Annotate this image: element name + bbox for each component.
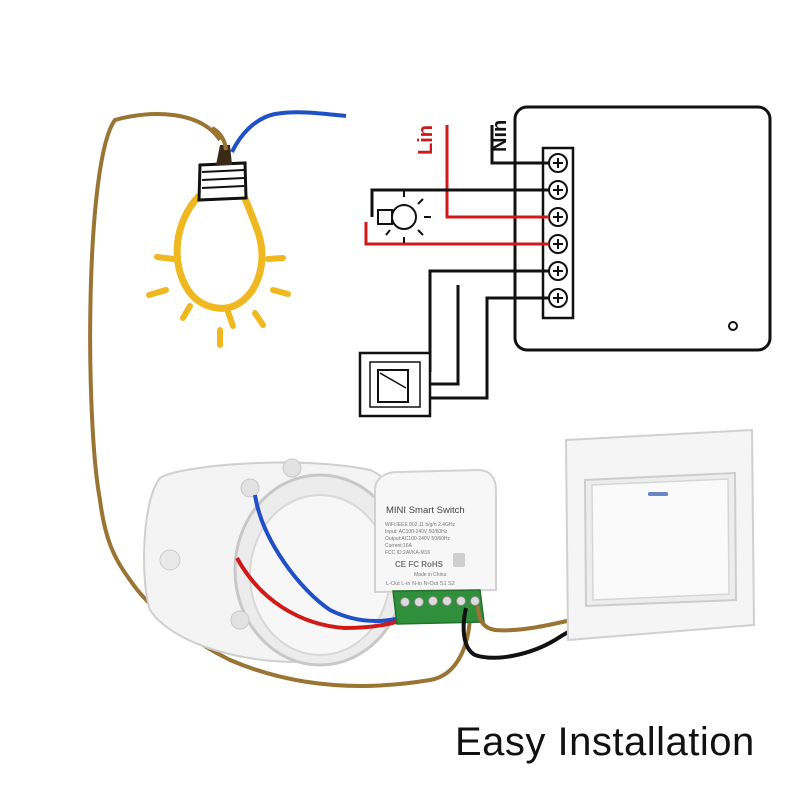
- schematic-bulb-icon: [377, 191, 431, 243]
- blue-wire-bulb: [230, 110, 347, 153]
- schematic-switch-wire-2: [430, 296, 549, 400]
- module-terminal-screws: [400, 596, 480, 607]
- schematic: Nin Lin: [358, 105, 772, 418]
- light-bulb-icon: [146, 145, 291, 348]
- module-terminal-block: [392, 589, 485, 625]
- module-title: MINI Smart Switch: [386, 505, 465, 516]
- brown-wire-switch: [476, 605, 581, 633]
- lin-label: Lin: [415, 125, 437, 155]
- brown-wire-bulb-top: [211, 126, 228, 151]
- brown-wire-bulb-loop: [88, 112, 472, 688]
- module-terminal-labels: L-Out L-in N-in N-Out S1 S2: [386, 581, 455, 587]
- junction-box: [143, 458, 407, 667]
- spec-line-2: Input: AC100-240V 50/60Hz: [385, 529, 448, 535]
- module-cert-marks: CE FC RoHS: [395, 560, 444, 569]
- wall-switch-indicator: [648, 492, 668, 496]
- blue-wire-box: [253, 494, 426, 623]
- spec-line-1: WiFi:IEEE 802.11 b/g/n 2.4GHz: [385, 522, 455, 528]
- schematic-led-dot: [728, 321, 738, 331]
- schematic-nin-wire: [490, 125, 549, 165]
- spec-line-4: Current:16A: [385, 543, 413, 549]
- caption: Easy Installation: [455, 720, 755, 764]
- schematic-bulb-live-wire: [364, 222, 549, 246]
- schematic-wall-switch-icon: [358, 351, 432, 418]
- schematic-bulb-neutral-wire: [370, 188, 549, 217]
- wifi-icon: [453, 553, 465, 567]
- wall-switch: [564, 428, 756, 642]
- wall-switch-rocker[interactable]: [591, 478, 730, 601]
- schematic-lin-wire: [445, 125, 549, 219]
- spec-line-5: FCC ID:2AVKA-M16: [385, 550, 430, 556]
- schematic-module-box: [513, 105, 772, 352]
- module-made-in: Made in China: [414, 572, 446, 578]
- schematic-switch-wire-1: [428, 269, 549, 372]
- schematic-switch-wire-3: [430, 285, 460, 386]
- module-spec-lines: WiFi:IEEE 802.11 b/g/n 2.4GHz Input: AC1…: [385, 522, 455, 556]
- nin-label: Nin: [489, 120, 511, 152]
- black-wire-switch: [461, 607, 581, 660]
- mini-smart-switch-module: MINI Smart Switch WiFi:IEEE 802.11 b/g/n…: [374, 468, 497, 625]
- spec-line-3: Output:AC100-240V 50/60Hz: [385, 536, 451, 542]
